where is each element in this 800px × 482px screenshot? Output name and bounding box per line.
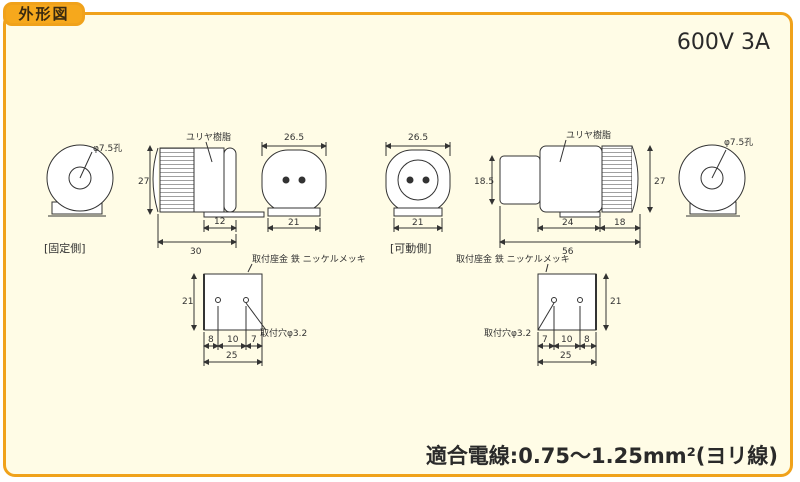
bracket-right-dim-7: 7 <box>542 335 548 345</box>
bracket-left-hole: 取付穴φ3.2 <box>260 327 307 339</box>
bracket-left-dim-7: 7 <box>251 335 257 345</box>
bracket-left-dim-10: 10 <box>227 335 239 345</box>
movable-caption: [可動側] <box>390 241 432 255</box>
bracket-left-dim-8: 8 <box>208 335 214 345</box>
fixed-material-label: ユリヤ樹脂 <box>186 131 231 143</box>
fixed-side-view <box>147 141 265 248</box>
rating-spec: 600V 3A <box>676 30 770 55</box>
bracket-right <box>537 263 609 366</box>
fixed-dim-12: 12 <box>214 217 225 227</box>
movable-dim-27: 27 <box>654 177 665 187</box>
bracket-right-dim-25: 25 <box>560 351 571 361</box>
bracket-right-hole: 取付穴φ3.2 <box>484 327 531 339</box>
tab-label: 外形図 <box>3 2 85 26</box>
movable-dim-21: 21 <box>412 218 423 228</box>
bracket-left <box>191 263 267 366</box>
movable-side-view <box>489 139 653 248</box>
bracket-left-dim-25: 25 <box>226 351 237 361</box>
movable-dim-24: 24 <box>562 218 574 228</box>
movable-hole-label: φ7.5孔 <box>724 137 753 148</box>
fixed-dim-30: 30 <box>190 247 202 257</box>
movable-dim-185: 18.5 <box>474 177 494 187</box>
fixed-end-view <box>46 144 114 217</box>
fixed-front-view <box>261 142 327 232</box>
bracket-right-dim-10: 10 <box>561 335 573 345</box>
fixed-caption: [固定側] <box>44 241 86 255</box>
diagram-frame <box>3 12 793 477</box>
movable-material-label: ユリヤ樹脂 <box>566 129 611 141</box>
wire-spec: 適合電線:0.75〜1.25mm²(ヨリ線) <box>425 444 778 468</box>
fixed-dim-height: 27 <box>138 177 149 187</box>
movable-dim-round-width: 26.5 <box>408 133 428 143</box>
movable-dim-56: 56 <box>562 247 574 257</box>
movable-dim-18: 18 <box>614 218 626 228</box>
bracket-right-dim-21: 21 <box>610 297 621 307</box>
bracket-right-dim-8: 8 <box>584 335 590 345</box>
bracket-right-material: 取付座金 鉄 ニッケルメッキ <box>456 253 570 265</box>
bracket-left-dim-21: 21 <box>182 297 193 307</box>
movable-end-view <box>678 144 746 217</box>
movable-front-view <box>385 142 451 232</box>
fixed-hole-label: φ7.5孔 <box>93 143 122 154</box>
bracket-left-material: 取付座金 鉄 ニッケルメッキ <box>252 253 366 265</box>
fixed-dim-round-width: 26.5 <box>284 133 304 143</box>
fixed-dim-21: 21 <box>288 218 299 228</box>
